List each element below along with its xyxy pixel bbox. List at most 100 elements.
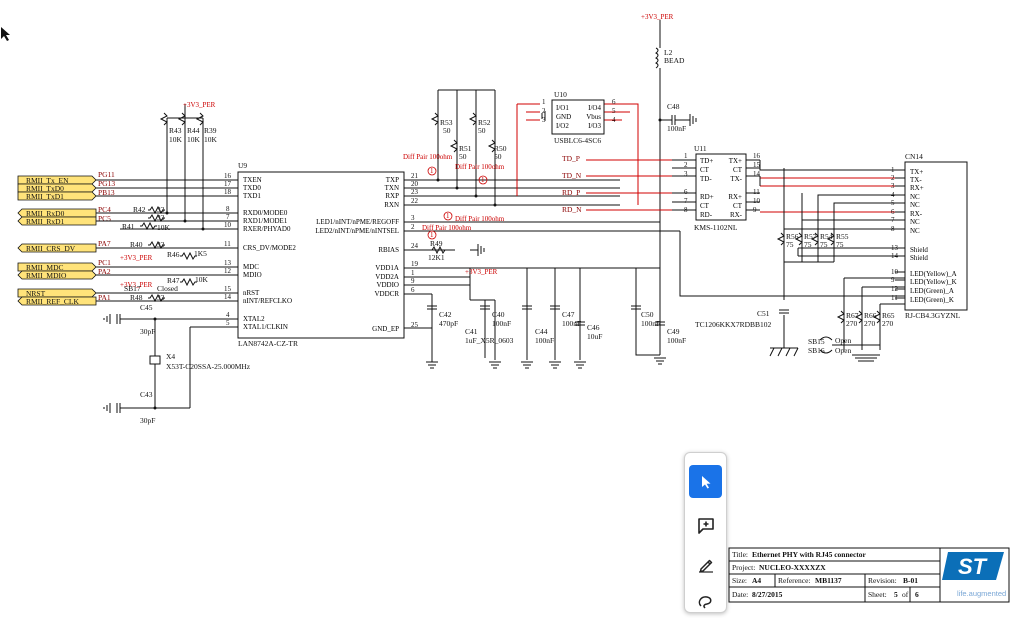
pin-number: 11 (224, 240, 231, 248)
pin-number: 9 (891, 276, 895, 284)
port-label: PG13 (98, 179, 115, 188)
lasso-icon (698, 595, 711, 609)
date-value: 8/27/2015 (752, 590, 783, 599)
cap-ref: C51 (757, 309, 770, 318)
pin-number: 2 (891, 174, 895, 182)
flag-rmii-txd0 (17, 183, 97, 193)
pin-number: 6 (612, 98, 616, 106)
solder-bridge-ref: SB16 (808, 346, 825, 355)
pin-name: LED(Green)_A (910, 287, 954, 295)
net-label: RD_N (562, 205, 582, 214)
pin-name: VDDIO (376, 281, 399, 289)
select-tool-button[interactable] (689, 465, 722, 498)
u11-ref: U11 (694, 144, 707, 153)
pin-number: 3 (684, 170, 688, 178)
pin-name: TD+ (700, 157, 713, 165)
diff-pair-label: Diff Pair 100ohm (455, 163, 505, 171)
resistor-value: 33 (157, 293, 165, 302)
cap-value: 1uF_X5R_0603 (465, 336, 514, 345)
pin-number: 5 (891, 199, 895, 207)
cap-ref: C42 (439, 310, 452, 319)
resistor-value: 270 (864, 319, 876, 328)
pin-number: 5 (226, 319, 230, 327)
resistor-value: 33 (157, 213, 165, 222)
pin-name: LED2/nINT/nPME/nINTSEL (315, 227, 399, 235)
pin-name: RXER/PHYAD0 (243, 225, 291, 233)
pin-number: 13 (224, 259, 232, 267)
resistor-value: 50 (459, 152, 467, 161)
pin-name: VDDCR (374, 290, 399, 298)
resistor-ref: R67 (846, 311, 859, 320)
add-comment-button[interactable] (689, 509, 722, 542)
bead-value: BEAD (664, 56, 685, 65)
pin-name: Shield (910, 246, 928, 254)
draw-tool-button[interactable] (689, 547, 722, 580)
pin-name: NC (910, 201, 920, 209)
pin-number: 17 (224, 180, 232, 188)
resistor-ref: R56 (786, 232, 799, 241)
flag-label: RMII_RxD0 (26, 209, 65, 218)
left-resistors (140, 112, 204, 303)
resistor-value: 270 (846, 319, 858, 328)
solder-bridge-state: Open (835, 336, 851, 345)
flag-rmii-crs-dv (17, 243, 97, 253)
resistor-ref: R48 (130, 293, 143, 302)
pin-name: VDD1A (375, 264, 399, 272)
pin-number: 1 (411, 269, 415, 277)
u10-esd-chip: U10 USBLC6-4SC6 I/O1 GND I/O2 I/O4 Vbus … (542, 90, 616, 145)
power-label: +3V3_PER (465, 268, 498, 276)
crystal-symbol (149, 355, 161, 365)
pin-name: RD+ (700, 193, 714, 201)
solder-bridge-ref: SB15 (808, 337, 825, 346)
pin-name: CT (733, 202, 743, 210)
flag-rmii-mdc (17, 262, 97, 272)
pin-name: XTAL1/CLKIN (243, 323, 288, 331)
u10-ref: U10 (554, 90, 567, 99)
pin-name: TXD1 (243, 192, 261, 200)
pin-name: RX- (910, 210, 923, 218)
resistor-ref: R57 (804, 232, 817, 241)
cap-ref: C40 (492, 310, 505, 319)
cap-value: 100nF (562, 319, 581, 328)
left-wires (96, 104, 238, 413)
port-label: PA2 (98, 267, 111, 276)
cap-value: 100nF (492, 319, 511, 328)
pin-name: Vbus (586, 113, 601, 121)
pin-number: 21 (411, 172, 419, 180)
flag-label: RMII_MDC (26, 263, 64, 272)
port-label: PC5 (98, 214, 111, 223)
pin-number: 11 (891, 294, 898, 302)
resistor-ref: R50 (494, 144, 507, 153)
resistor-ref: R41 (122, 222, 135, 231)
power-label: +3V3_PER (120, 281, 153, 289)
flag-rmii-tx-en (17, 175, 97, 185)
pin-name: nRST (243, 289, 260, 297)
pin-number: 7 (891, 216, 895, 224)
sheet-of-label: of (902, 590, 909, 599)
pin-name: RXD1/MODE1 (243, 217, 288, 225)
flag-label: RMII_TxD1 (26, 192, 64, 201)
signal-flags: RMII_Tx_EN RMII_TxD0 RMII_TxD1 RMII_RxD0… (17, 175, 97, 306)
st-logo: ST (942, 552, 1004, 580)
pin-name: CT (733, 166, 743, 174)
pin-number: 14 (224, 293, 232, 301)
mouse-cursor-icon (1, 27, 10, 41)
pin-number: 15 (224, 285, 232, 293)
flag-label: RMII_CRS_DV (26, 244, 76, 253)
resistor-value: 75 (804, 240, 812, 249)
pin-number: 10 (753, 197, 761, 205)
u9-phy-chip: U9 LAN8742A-CZ-TR TXEN TXD0 TXD1 RXD0/MO… (224, 161, 419, 348)
resistor-value: 75 (836, 240, 844, 249)
resistor-value: 1K5 (194, 249, 207, 258)
pin-number: 2 (411, 223, 415, 231)
resistor-value: 10K (157, 223, 171, 232)
pin-name: TX- (730, 175, 742, 183)
cap-ref: C47 (562, 310, 575, 319)
pin-number: 16 (753, 152, 761, 160)
capacitor-row: C42 470pF C41 1uF_X5R_0603 C40 100nF C44… (427, 305, 686, 345)
pin-name: RX+ (910, 184, 924, 192)
sheet-label: Sheet: (868, 590, 887, 599)
lasso-tool-button[interactable] (689, 585, 722, 618)
project-value: NUCLEO-XXXXZX (759, 563, 826, 572)
st-tagline: life.augmented (957, 589, 1006, 598)
